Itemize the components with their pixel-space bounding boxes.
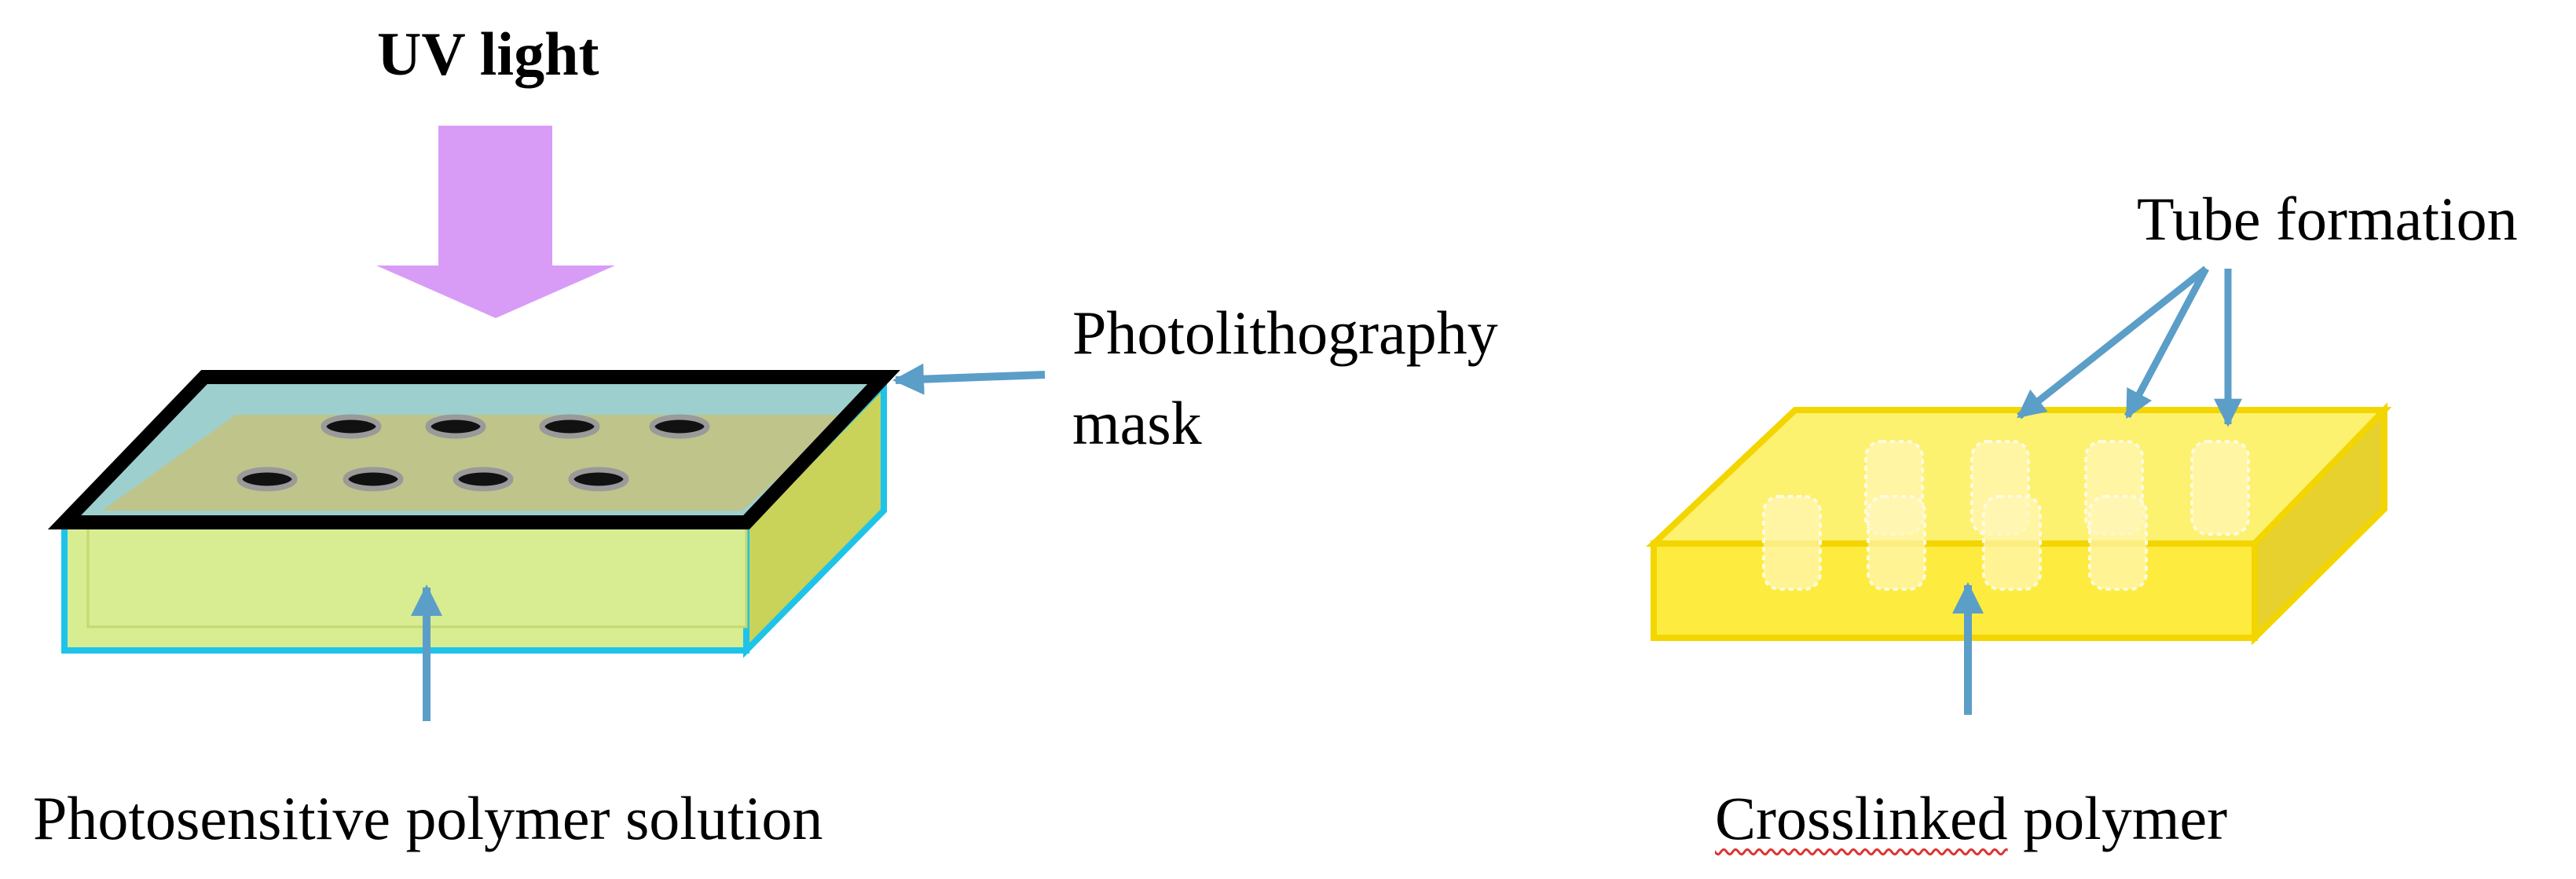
tube-structures xyxy=(1762,440,2250,591)
mask-hole xyxy=(343,467,404,492)
uv-light-label: UV light xyxy=(377,20,599,88)
tube-pointer-arrow xyxy=(2017,266,2208,419)
mask-holes xyxy=(236,414,710,492)
crosslinked-polymer-label: Crosslinked polymer xyxy=(1715,788,2227,849)
tube-formation-label: Tube formation xyxy=(2137,185,2518,253)
tube xyxy=(1982,495,2042,591)
uv-light-arrow xyxy=(376,126,615,318)
mask-hole xyxy=(453,467,514,492)
tube xyxy=(1762,495,1822,591)
mask-pointer-arrow xyxy=(892,363,1046,395)
polymer-solution-tray xyxy=(61,377,887,658)
mask-hole xyxy=(539,414,600,439)
polymer-solution-label: Photosensitive polymer solution xyxy=(33,784,823,852)
mask-label-line1: Photolithography xyxy=(1072,298,1498,367)
photolithography-mask xyxy=(47,370,900,529)
tube xyxy=(1867,495,1926,591)
polymer-word: polymer xyxy=(2007,784,2228,852)
mask-hole xyxy=(425,414,486,439)
mask-hole xyxy=(568,467,629,492)
mask-hole xyxy=(321,414,382,439)
tube-pointer-arrow xyxy=(2124,266,2209,419)
tube xyxy=(2190,440,2250,536)
crosslinked-word: Crosslinked xyxy=(1715,784,2008,852)
tube xyxy=(2088,495,2148,591)
mask-hole xyxy=(649,414,710,439)
mask-hole xyxy=(236,467,298,492)
mask-label-line2: mask xyxy=(1072,389,1202,457)
